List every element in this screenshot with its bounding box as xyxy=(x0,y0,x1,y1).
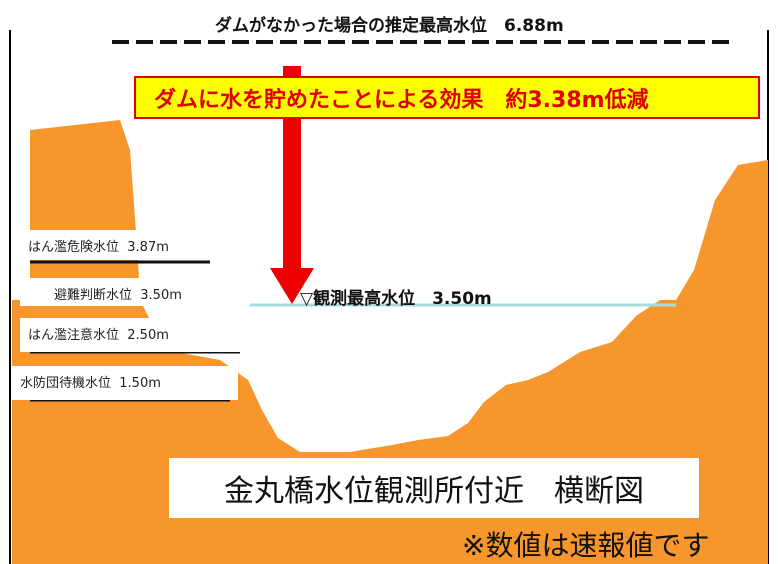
diagram-title: 金丸橋水位観測所付近 横断図 xyxy=(169,458,699,518)
level-label-4: 水防団待機水位 1.50m xyxy=(12,366,238,400)
level-label-2: 避難判断水位 3.50m xyxy=(20,278,250,306)
level-name: はん濫注意水位 xyxy=(28,328,120,343)
level-label-1: はん濫危険水位 3.87m xyxy=(20,230,240,260)
provisional-note: ※数値は速報値です xyxy=(462,529,710,562)
level-value: 1.50m xyxy=(119,376,161,391)
observed-max-level-label: ▽観測最高水位 3.50m xyxy=(300,289,492,309)
no-dam-level-label: ダムがなかった場合の推定最高水位 6.88m xyxy=(215,16,564,36)
terrain-cross-section xyxy=(12,120,768,564)
level-value: 2.50m xyxy=(127,328,169,343)
reduction-arrow-head xyxy=(270,268,314,304)
level-label-3: はん濫注意水位 2.50m xyxy=(20,318,240,352)
level-name: 避難判断水位 xyxy=(54,288,133,303)
level-name: 水防団待機水位 xyxy=(20,376,112,391)
dam-effect-box: ダムに水を貯めたことによる効果 約3.38m低減 xyxy=(134,76,760,119)
level-value: 3.87m xyxy=(127,240,169,255)
level-name: はん濫危険水位 xyxy=(28,240,120,255)
level-value: 3.50m xyxy=(140,288,182,303)
